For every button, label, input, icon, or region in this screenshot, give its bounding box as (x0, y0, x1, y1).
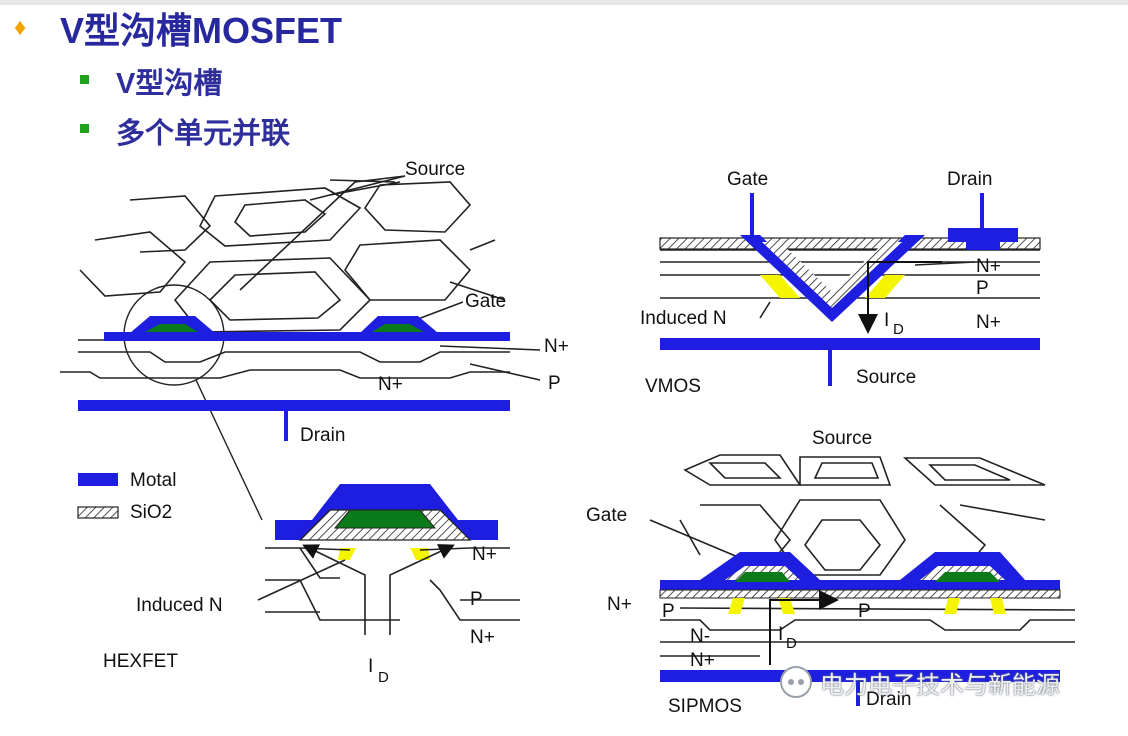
hexfet-source-label: Source (405, 159, 465, 180)
legend-sio2-swatch (77, 506, 119, 519)
vmos-nplus-label: N+ (976, 256, 1001, 277)
square-bullet-icon (80, 75, 89, 84)
sipmos-nplus-label: N+ (607, 594, 632, 615)
hex-cell-outline (344, 239, 472, 301)
slide-title: V型沟槽MOSFET (60, 10, 343, 51)
watermark: 电力电子技术与新能源 (780, 664, 1060, 700)
zoom-induced-label: Induced N (136, 595, 223, 616)
vmos-gate-terminal (750, 193, 754, 237)
drain-metal-bar (78, 400, 510, 411)
vmos-gate-label: Gate (727, 169, 768, 190)
legend-sio2-label: SiO2 (130, 502, 172, 523)
sipmos-id-label: I (778, 624, 783, 645)
vmos-drain-label: Drain (947, 169, 992, 190)
hexfet-nplus-body-label: N+ (378, 374, 403, 395)
vmos-drain-metal (948, 228, 1018, 242)
vmos-nplus-body-label: N+ (976, 312, 1001, 333)
sipmos-drain-label: Drain (866, 689, 911, 710)
hex-cell-outline (79, 231, 187, 297)
square-bullet-icon (80, 124, 89, 133)
hex-cell-outline (363, 181, 472, 233)
legend-metal-label: Motal (130, 470, 176, 491)
vmos-p-label: P (976, 278, 989, 299)
zoom-nplus-bottom-label: N+ (470, 627, 495, 648)
sipmos-id-sub-label: D (786, 635, 797, 652)
top-border (0, 0, 1128, 5)
source-metal-bar (104, 332, 510, 341)
vmos-id-label: I (884, 310, 889, 331)
diamond-bullet-icon: ♦ (14, 14, 27, 41)
sipmos-drain-terminal (856, 682, 860, 706)
hex-cell-inner (208, 271, 342, 321)
bullet-item-1: V型沟槽 (116, 68, 223, 100)
vmos-source-label: Source (856, 367, 916, 388)
legend-metal-swatch (78, 473, 118, 486)
vmos-diagram (659, 193, 1041, 386)
watermark-text: 电力电子技术与新能源 (820, 671, 1060, 699)
zoom-nplus-label: N+ (472, 544, 497, 565)
sipmos-source-label: Source (812, 428, 872, 449)
sipmos-gate-label: Gate (586, 505, 627, 526)
vmos-induced-label: Induced N (640, 308, 727, 329)
vmos-source-metal (660, 338, 1040, 350)
legend: Motal SiO2 (77, 470, 176, 523)
sipmos-p-right-label: P (858, 601, 871, 622)
hex-cell-inner (233, 199, 327, 237)
hexfet-p-label: P (548, 373, 561, 394)
hex-cell-outline (198, 187, 362, 247)
hexfet-drain-label: Drain (300, 425, 345, 446)
bullet-item-2: 多个单元并联 (116, 118, 291, 150)
vmos-caption: VMOS (645, 376, 701, 397)
vmos-drain-terminal (980, 193, 984, 229)
vmos-source-terminal (828, 350, 832, 386)
sipmos-diagram (649, 454, 1076, 706)
zoom-id-sub-label: D (378, 669, 389, 686)
hexfet-gate-stack (78, 316, 510, 441)
drain-terminal (284, 411, 288, 441)
zoom-p-label: P (470, 589, 483, 610)
zoom-id-label: I (368, 656, 373, 677)
hex-cell-outline (173, 257, 372, 333)
hexfet-zoom-detail (257, 484, 520, 635)
wechat-icon (780, 666, 812, 698)
hexfet-caption: HEXFET (103, 651, 178, 672)
sipmos-p-left-label: P (662, 601, 675, 622)
sipmos-nplus-body-label: N+ (690, 650, 715, 671)
sipmos-drain-metal (660, 670, 1060, 682)
vmos-id-sub-label: D (893, 321, 904, 338)
hexfet-nplus-label: N+ (544, 336, 569, 357)
sipmos-nminus-label: N- (690, 626, 710, 647)
hexfet-diagram (60, 175, 541, 521)
sipmos-caption: SIPMOS (668, 696, 742, 717)
hexfet-gate-label: Gate (465, 291, 506, 312)
